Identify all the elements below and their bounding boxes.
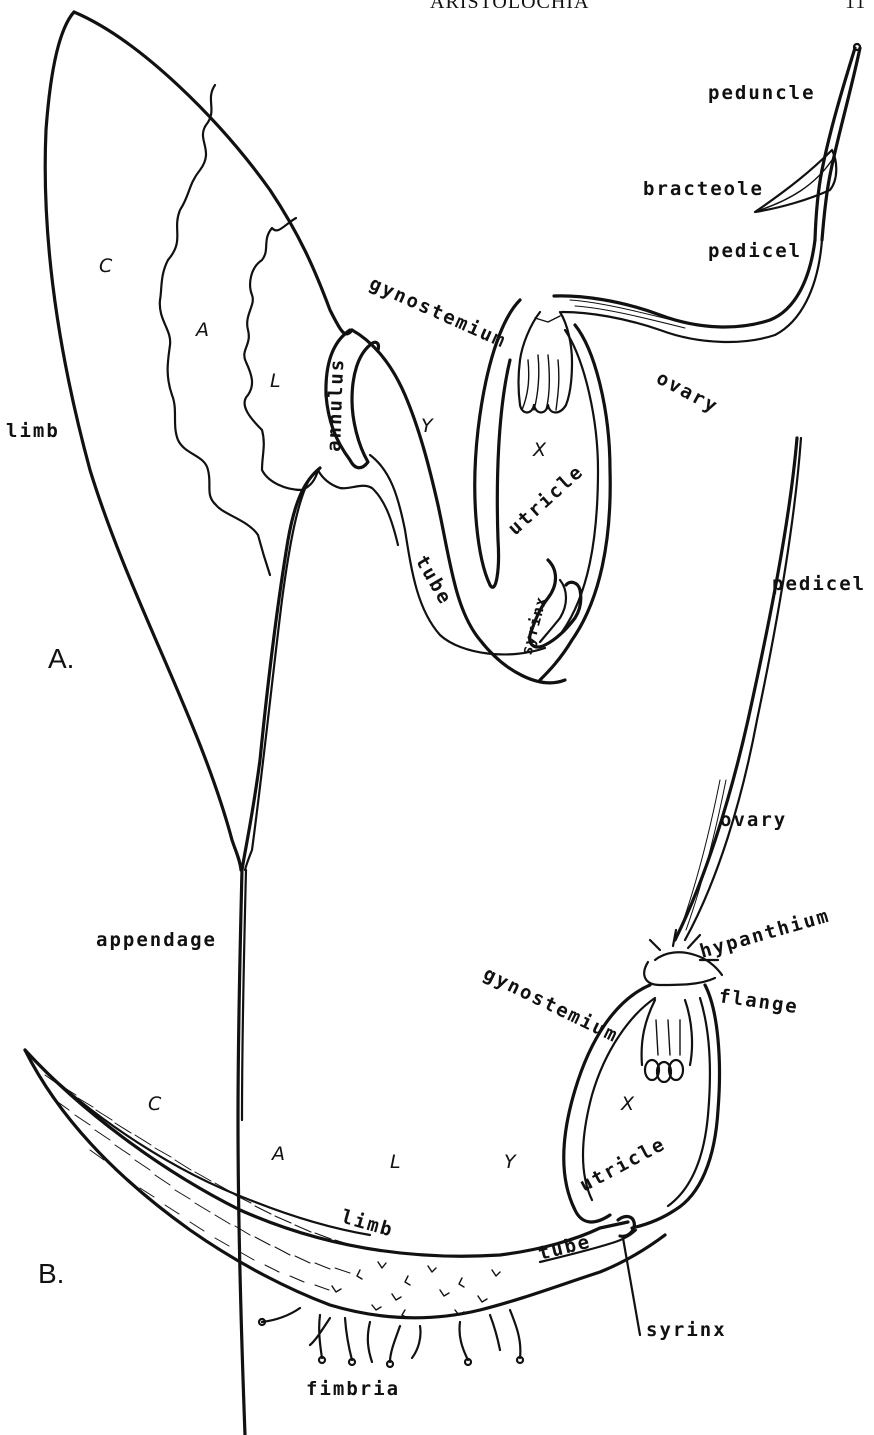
figure-a-zone-c: C xyxy=(99,255,113,277)
figure-a-label-gynostemium: gynostemium xyxy=(366,272,510,352)
figure-a-zone-a: A xyxy=(194,319,209,341)
figure-b-label-utricle: utricle xyxy=(576,1133,669,1197)
figure-b-label-gynostemium: gynostemium xyxy=(480,963,623,1048)
figure-a-part-label: A. xyxy=(48,643,74,674)
figure-a-peduncle xyxy=(822,48,860,175)
figure-b-label-flange: flange xyxy=(717,985,800,1018)
figure-a-label-annulus: annulus xyxy=(323,357,348,452)
figure-a-zone-y: Y xyxy=(421,415,434,437)
figure-a-tube-inner xyxy=(370,455,545,654)
figure-a-appendage-stalk xyxy=(242,468,320,870)
figure-a-label-pedicel: pedicel xyxy=(708,240,802,262)
figure-b-limb-inner xyxy=(36,1062,370,1235)
figure-b-part-label: B. xyxy=(38,1258,64,1289)
figure-a-label-appendage: appendage xyxy=(96,929,217,951)
figure-b-label-fimbria: fimbria xyxy=(306,1378,400,1400)
figure-b-ovary-striations xyxy=(680,780,726,930)
figure-b-zone-x: X xyxy=(620,1093,635,1115)
figure-a-limb-outline xyxy=(45,12,352,870)
figure-a-label-limb: limb xyxy=(6,420,60,442)
figure-b-label-ovary: ovary xyxy=(720,809,787,831)
figure-b-gynostemium-drawing xyxy=(642,1000,692,1082)
figure-b-pedicel-inner xyxy=(685,438,801,940)
figure-b-zone-c: C xyxy=(148,1093,162,1115)
figure-a-peduncle-tip xyxy=(854,44,860,50)
figure-a-label-ovary: ovary xyxy=(653,367,723,418)
figure-a-zone-boundary-ca xyxy=(160,85,270,575)
figure-b-zone-l: L xyxy=(390,1151,401,1173)
figure-a-tube-lower xyxy=(318,470,398,545)
figure-a-zone-x: X xyxy=(532,439,547,461)
figure-b-label-pedicel: pedicel xyxy=(772,573,866,595)
figure-a-label-peduncle: peduncle xyxy=(708,82,816,104)
figure-a-appendage-stalk-inner xyxy=(245,478,310,870)
figure-b-label-tube: tube xyxy=(536,1230,593,1264)
figure-b-limb-lower xyxy=(25,1050,665,1318)
figure-b-flange xyxy=(644,962,715,985)
figure-a-pedicel xyxy=(815,170,830,240)
figure-b-zone-y: Y xyxy=(504,1151,517,1173)
figure-b-pedicel xyxy=(675,438,797,940)
figure-b-label-syrinx: syrinx xyxy=(646,1319,727,1341)
page-header-text: ARISTOLOCHIA xyxy=(430,0,589,13)
figure-a-label-bracteole: bracteole xyxy=(643,178,764,200)
figure-a-gynostemium-drawing xyxy=(519,312,573,413)
figure-b-zone-a: A xyxy=(270,1143,285,1165)
figure-a-zone-l: L xyxy=(270,370,281,392)
page-number: 11 xyxy=(845,0,866,13)
figure-b-label-limb: limb xyxy=(339,1206,397,1242)
figure-a-zone-boundary-al xyxy=(244,218,318,490)
figure-b-label-hypanthium: hypanthium xyxy=(697,905,832,963)
figure-b-limb-hatching xyxy=(45,1075,351,1290)
figure-a-label-utricle: utricle xyxy=(504,460,589,539)
